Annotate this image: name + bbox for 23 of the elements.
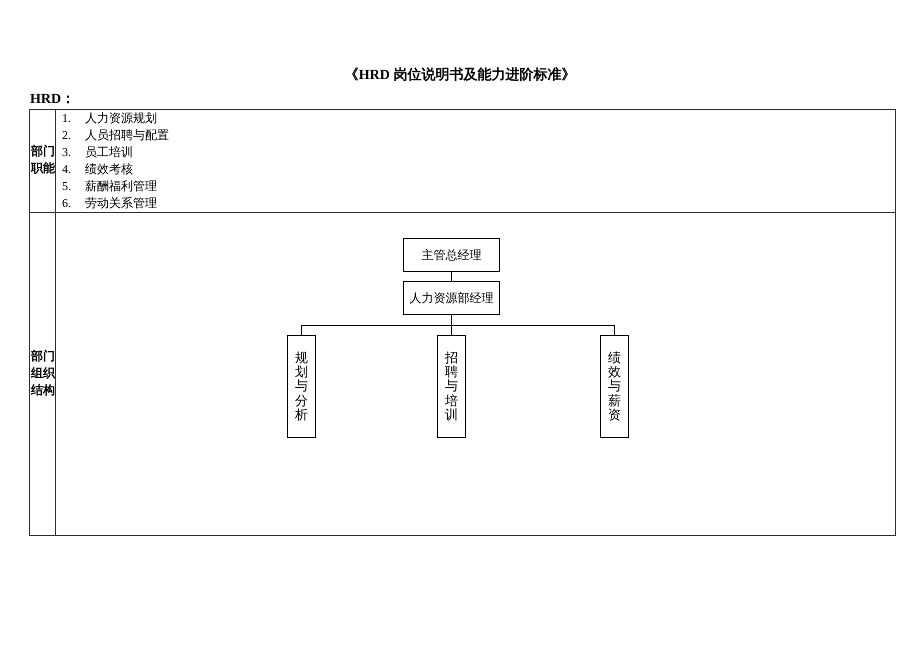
list-item: 绩效考核 — [85, 161, 133, 178]
row-header: 部门组织结构 — [31, 348, 55, 399]
org-box: 绩效与薪资 — [600, 335, 629, 438]
org-box: 主管总经理 — [403, 238, 500, 272]
connector-line — [451, 314, 615, 336]
list-number: 1. — [62, 110, 71, 127]
org-box: 招聘与培训 — [437, 335, 466, 438]
section-heading: HRD： — [30, 92, 76, 108]
list-number: 2. — [62, 127, 71, 144]
list-item: 劳动关系管理 — [85, 195, 157, 212]
list-number: 4. — [62, 161, 71, 178]
list-item: 员工培训 — [85, 144, 133, 161]
row-header: 部门职能 — [31, 143, 55, 177]
list-item: 人力资源规划 — [85, 110, 157, 127]
org-box: 规划与分析 — [287, 335, 316, 438]
page-title: 《HRD 岗位说明书及能力进阶标准》 — [344, 67, 576, 85]
list-number: 5. — [62, 178, 71, 195]
connector-line — [451, 272, 452, 282]
list-item: 人员招聘与配置 — [85, 127, 169, 144]
list-number: 6. — [62, 195, 71, 212]
list-item: 薪酬福利管理 — [85, 178, 157, 195]
list-number: 3. — [62, 144, 71, 161]
org-box: 人力资源部经理 — [403, 281, 500, 315]
